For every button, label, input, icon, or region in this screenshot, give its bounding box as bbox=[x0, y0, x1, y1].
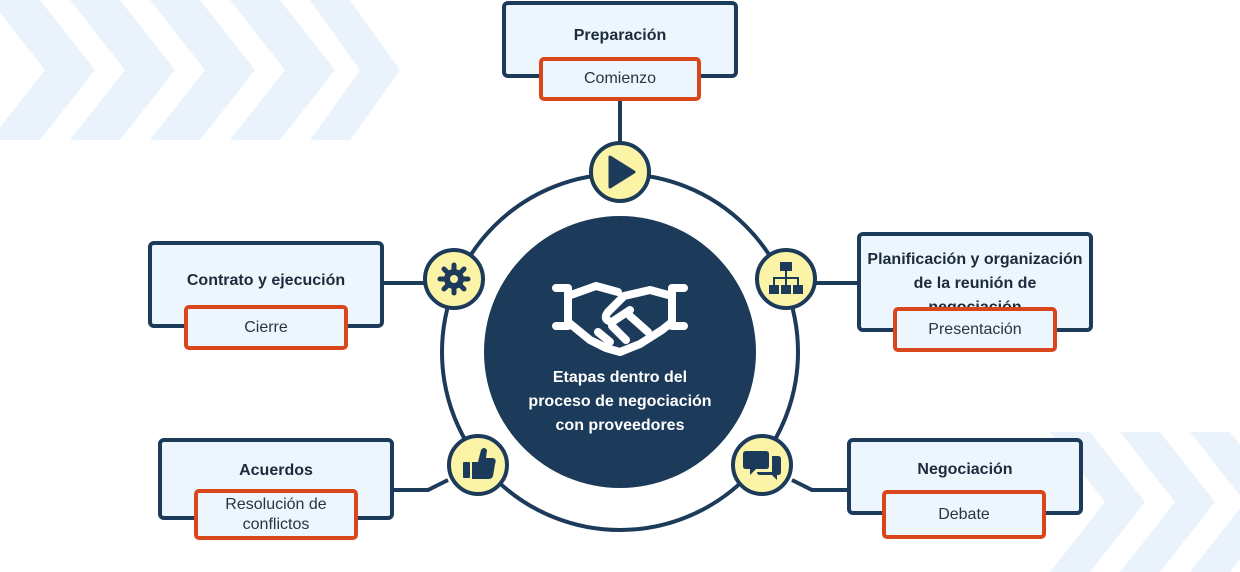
center-title: Etapas dentro del proceso de negociación… bbox=[528, 369, 712, 434]
stage-title: Negociación bbox=[917, 461, 1013, 478]
background-chevrons-right bbox=[1050, 432, 1240, 572]
stage-title: Acuerdos bbox=[239, 462, 313, 479]
play-icon bbox=[608, 155, 636, 189]
stage-tag-contrato: Cierre bbox=[184, 305, 348, 350]
stage-title: Preparación bbox=[573, 27, 667, 44]
chat-bubbles-icon bbox=[743, 451, 781, 480]
gear-icon bbox=[437, 262, 471, 296]
stage-tag-acuerdos: Resolución de conflictos bbox=[194, 489, 358, 540]
stage-tag-planificacion: Presentación bbox=[893, 307, 1057, 352]
thumbs-up-icon bbox=[463, 448, 496, 479]
stage-tag-preparacion: Comienzo bbox=[539, 57, 701, 101]
background-chevrons-left bbox=[0, 0, 400, 140]
connectors bbox=[382, 100, 860, 492]
sitemap-icon bbox=[769, 262, 803, 294]
stage-tag-negociacion: Debate bbox=[882, 490, 1046, 539]
handshake-icon bbox=[552, 282, 688, 356]
stage-title: Contrato y ejecución bbox=[186, 272, 346, 289]
